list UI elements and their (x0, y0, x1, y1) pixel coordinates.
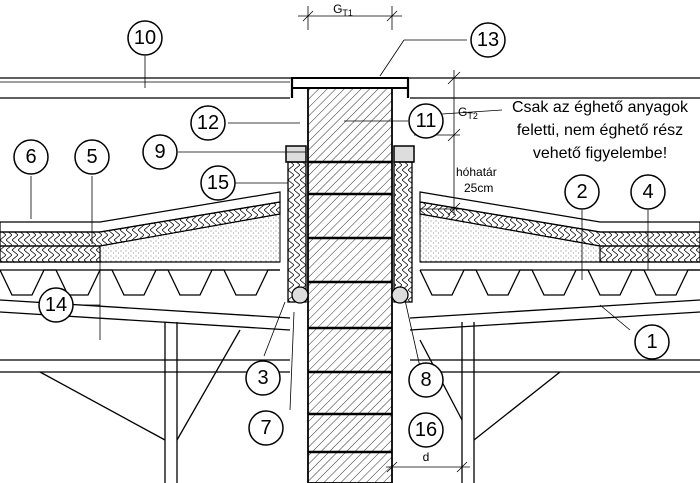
svg-text:8: 8 (420, 369, 431, 391)
roof-right-buildup (419, 191, 700, 296)
svg-text:6: 6 (25, 146, 36, 168)
svg-text:16: 16 (415, 419, 437, 441)
callout-13: 13 (470, 22, 506, 58)
callout-14: 14 (38, 287, 74, 323)
svg-text:5: 5 (86, 146, 97, 168)
dimension-gt1: GT1 (298, 2, 402, 30)
callout-4: 4 (630, 174, 666, 210)
gt2-label: GT2 (458, 105, 478, 121)
note-line-1: Csak az éghető anyagok (512, 99, 689, 116)
d-label: d (423, 450, 430, 464)
callout-6: 6 (13, 139, 49, 175)
callout-11: 11 (408, 103, 444, 139)
brick-joints (308, 160, 392, 454)
svg-text:9: 9 (154, 141, 165, 163)
svg-text:7: 7 (260, 417, 271, 439)
callout-15: 15 (200, 165, 236, 201)
note-text: Csak az éghető anyagok feletti, nem éghe… (411, 99, 689, 162)
roof-left-buildup (0, 191, 281, 296)
svg-text:13: 13 (477, 29, 499, 51)
svg-text:3: 3 (257, 367, 268, 389)
svg-text:11: 11 (416, 110, 437, 132)
callout-8: 8 (408, 362, 444, 398)
callout-5: 5 (74, 139, 110, 175)
snow-height-label: 25cm (464, 181, 493, 195)
dimension-d: d (386, 450, 470, 476)
insulation-sleeves (287, 161, 413, 304)
note-line-3: vehető figyelembe! (533, 145, 667, 162)
callout-7: 7 (248, 410, 284, 446)
leader-lines (30, 39, 649, 411)
callout-2: 2 (564, 174, 600, 210)
svg-text:12: 12 (197, 112, 219, 134)
callout-3: 3 (245, 360, 281, 396)
gt1-label: GT1 (333, 2, 353, 18)
svg-text:2: 2 (576, 181, 587, 203)
callout-9: 9 (142, 134, 178, 170)
callout-10: 10 (127, 20, 163, 56)
svg-text:15: 15 (207, 172, 229, 194)
chimney-body (307, 84, 393, 483)
svg-text:14: 14 (45, 294, 67, 316)
svg-text:10: 10 (134, 27, 156, 49)
dimension-gt2: GT2 hóhatár 25cm (410, 70, 497, 216)
callout-16: 16 (408, 412, 444, 448)
note-line-2: feletti, nem éghető rész (517, 122, 683, 139)
svg-text:1: 1 (646, 331, 657, 353)
chimney-cap (290, 77, 410, 98)
callout-1: 1 (634, 324, 670, 360)
snow-line-label: hóhatár (456, 165, 497, 179)
callout-12: 12 (190, 105, 226, 141)
svg-text:4: 4 (642, 181, 653, 203)
